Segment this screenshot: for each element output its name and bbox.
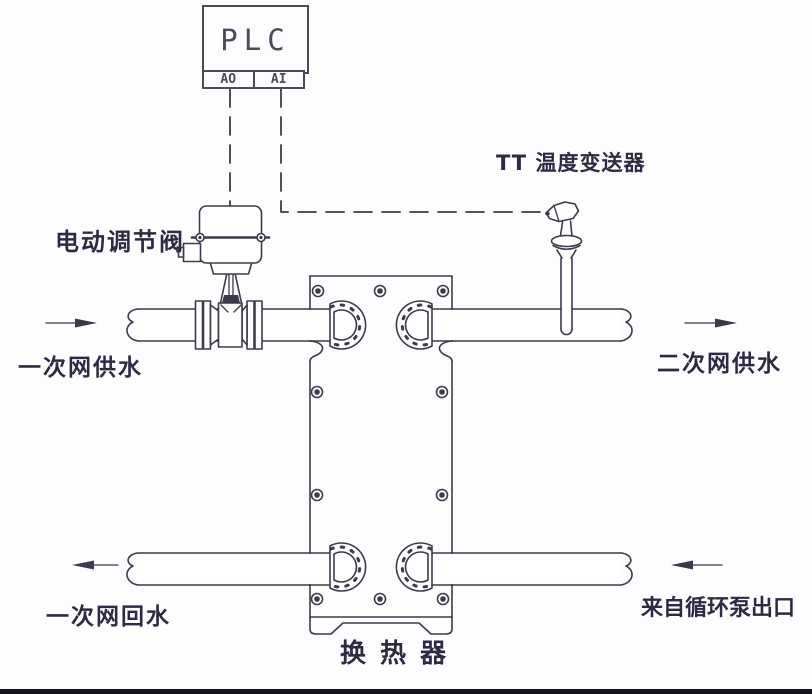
pipe-break-icon [620, 552, 633, 586]
exchanger-port-icon [329, 300, 433, 592]
pipe-secondary-supply [431, 308, 633, 342]
valve-actuator [198, 205, 263, 264]
label-heat-exchanger: 换热器 [340, 639, 461, 669]
plc-box: PLC [202, 5, 309, 74]
terminal-ao: AO [204, 72, 255, 87]
pipe-break-icon [126, 552, 139, 586]
bolt-icon [310, 284, 450, 606]
pipe-break-icon [126, 308, 139, 342]
label-primary-supply: 一次网供水 [18, 355, 143, 381]
ai-signal-line [280, 88, 547, 213]
flow-arrow-pump-outlet [671, 560, 723, 570]
flow-arrow-primary-return [72, 560, 119, 570]
bottom-edge-bar [0, 689, 812, 694]
label-pump-outlet: 来自循环泵出口 [641, 596, 796, 621]
terminal-ai: AI [270, 72, 287, 87]
label-temperature-transmitter: TT 温度变送器 [496, 151, 646, 175]
flow-arrow-secondary-supply [684, 318, 737, 328]
flow-arrow-primary-supply [45, 318, 97, 328]
label-control-valve: 电动调节阀 [55, 228, 185, 256]
pipe-primary-return [126, 552, 331, 586]
label-primary-return: 一次网回水 [46, 604, 171, 630]
temperature-transmitter [545, 201, 583, 336]
pipe-circulation-pump-inlet [431, 552, 633, 586]
plc-title: PLC [220, 22, 291, 57]
plc-terminal-strip: AO AI [202, 70, 305, 89]
pipe-break-icon [620, 308, 633, 342]
electric-control-valve [177, 205, 271, 350]
label-secondary-supply: 二次网供水 [657, 351, 782, 377]
